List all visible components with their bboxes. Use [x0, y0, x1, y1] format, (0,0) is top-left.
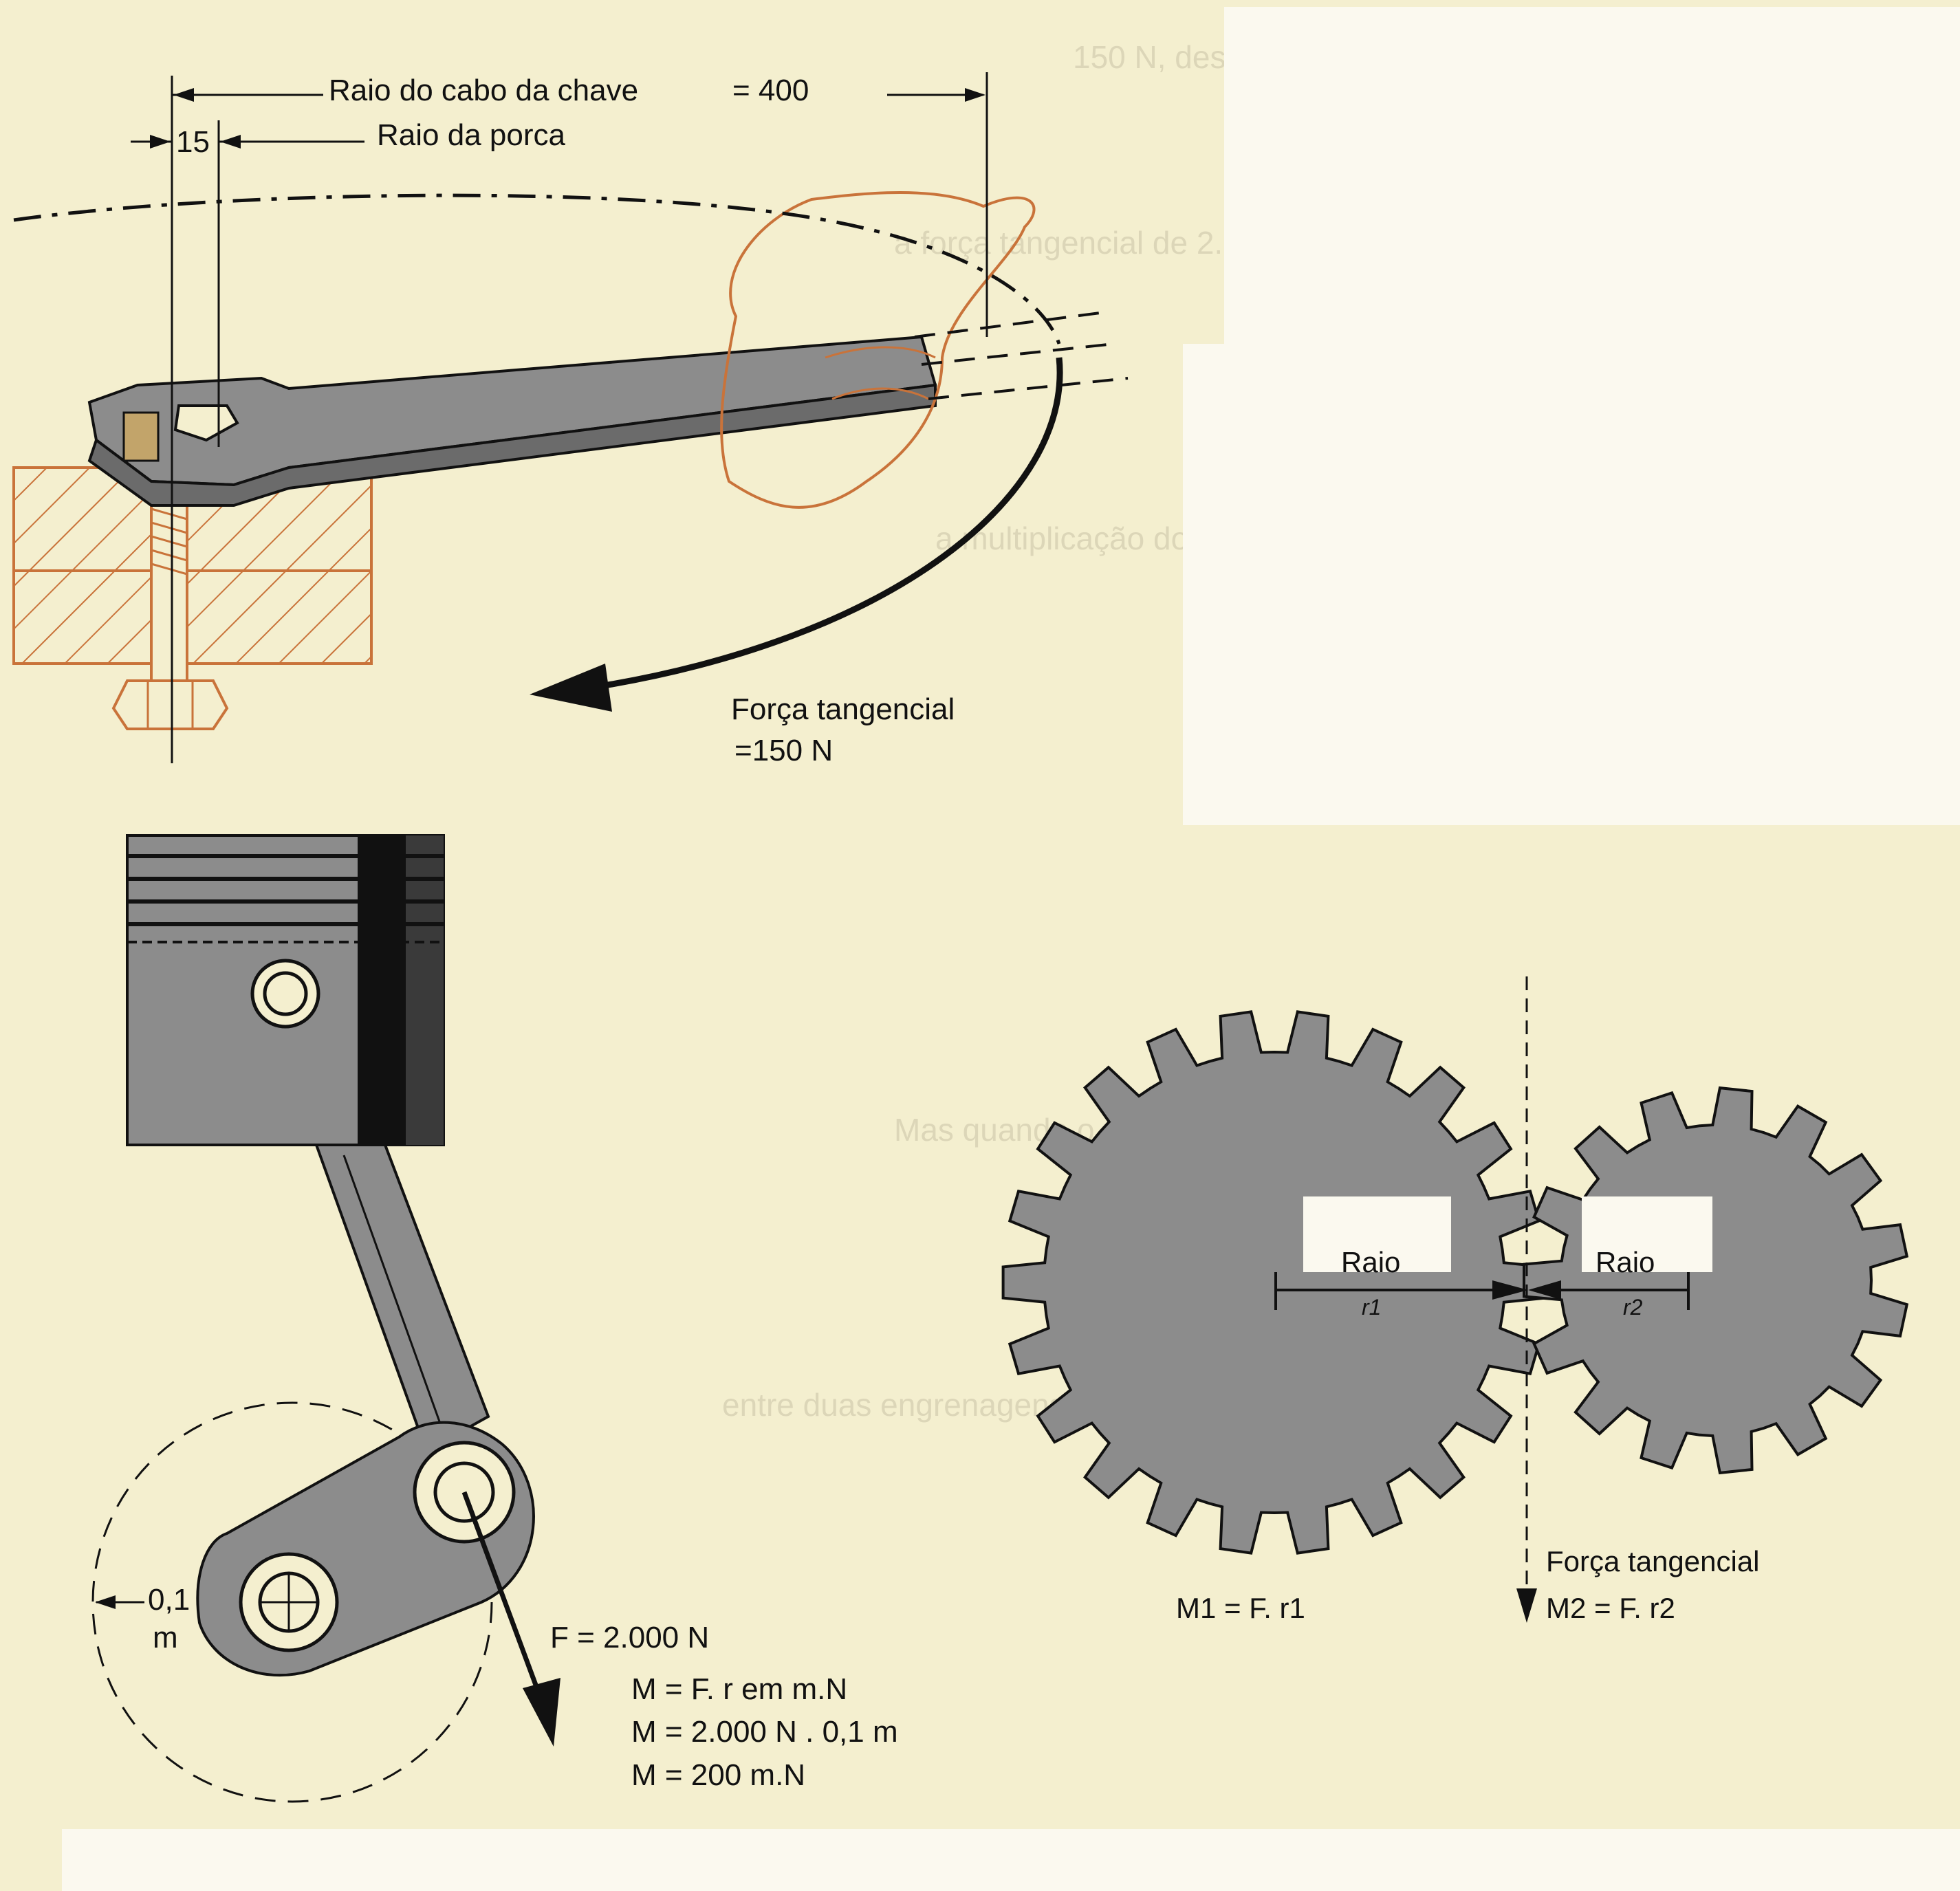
gear-force-label: Força tangencial — [1546, 1545, 1760, 1577]
blank-patch — [1183, 344, 1960, 825]
gear-force-arrowhead — [1516, 1588, 1537, 1623]
piston-group — [91, 834, 560, 1803]
gear-label-box-left — [1303, 1196, 1451, 1272]
handle-extension-dashes — [914, 311, 1129, 400]
wrench-force-value: =150 N — [734, 734, 834, 767]
gears-group — [1001, 976, 1909, 1623]
gear-left-radius-symbol: r1 — [1362, 1295, 1382, 1320]
gear-right-radius-label: Raio — [1596, 1246, 1655, 1278]
gear-label-box-right — [1582, 1196, 1712, 1272]
dimension-arrowheads — [150, 88, 986, 149]
hatched-block-lower — [12, 569, 373, 665]
blank-patch — [62, 1829, 1960, 1891]
moment-formula-2: M = 2.000 N . 0,1 m — [631, 1715, 898, 1749]
crank-circle — [91, 1401, 493, 1803]
piston-force-line — [461, 1491, 546, 1707]
nut-radius-value: 15 — [176, 125, 210, 159]
piston-radius-unit: m — [153, 1621, 178, 1654]
handle-radius-label: Raio do cabo da chave — [329, 74, 639, 107]
piston-radius-arrowhead — [95, 1595, 116, 1609]
nut-radius-label: Raio da porca — [377, 118, 565, 152]
wrench-force-label: Força tangencial — [731, 692, 955, 726]
wrench-body — [87, 335, 937, 507]
gear-left-moment: M1 = F. r1 — [1176, 1592, 1305, 1624]
piston-force-arrowhead — [523, 1678, 560, 1747]
piston-radius-value: 0,1 — [148, 1583, 190, 1617]
wrench-group — [12, 72, 1129, 763]
small-gear — [1523, 1086, 1909, 1475]
radius-r2-arrowhead — [1528, 1280, 1561, 1300]
gear-right-radius-symbol: r2 — [1623, 1295, 1643, 1320]
piston-head — [126, 834, 445, 1146]
connecting-rod — [314, 1144, 490, 1453]
gear-left-radius-label: Raio — [1341, 1246, 1401, 1278]
hand — [720, 191, 1036, 509]
wrench-force-arrowhead — [530, 664, 612, 712]
moment-formula-3: M = 200 m.N — [631, 1758, 806, 1792]
wrench-force-arrow — [591, 357, 1063, 691]
handle-radius-value: = 400 — [732, 74, 809, 107]
gear-right-moment: M2 = F. r2 — [1546, 1592, 1675, 1624]
radius-r1-arrowhead — [1492, 1280, 1528, 1300]
piston-force-label: F = 2.000 N — [550, 1621, 710, 1654]
blank-patch — [1224, 7, 1960, 351]
moment-formula-1: M = F. r em m.N — [631, 1672, 848, 1706]
rotation-path — [13, 193, 1061, 345]
